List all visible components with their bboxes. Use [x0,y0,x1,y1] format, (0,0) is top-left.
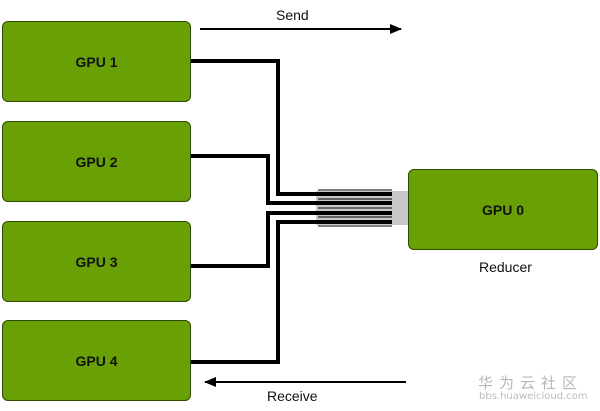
reducer-label: Reducer [479,259,532,275]
gpu2-node: GPU 2 [2,121,191,202]
send-label: Send [276,7,309,23]
gpu4-label: GPU 4 [75,352,118,369]
wire-gpu3 [190,211,392,268]
gpu0-node: GPU 0 [408,169,598,250]
gpu1-label: GPU 1 [75,53,118,70]
gpu0-label: GPU 0 [481,201,524,218]
watermark-name: 华为云社区 [478,374,584,392]
wire-gpu1 [190,59,392,196]
gpu3-label: GPU 3 [75,253,118,270]
gpu4-node: GPU 4 [2,320,191,401]
gpu1-node: GPU 1 [2,21,191,102]
watermark-url: bbs.huaweicloud.com [479,391,588,402]
gpu3-node: GPU 3 [2,221,191,302]
wire-gpu2 [190,154,392,205]
wire-gpu4 [190,220,392,364]
receive-label: Receive [267,388,318,404]
gpu2-label: GPU 2 [75,153,118,170]
